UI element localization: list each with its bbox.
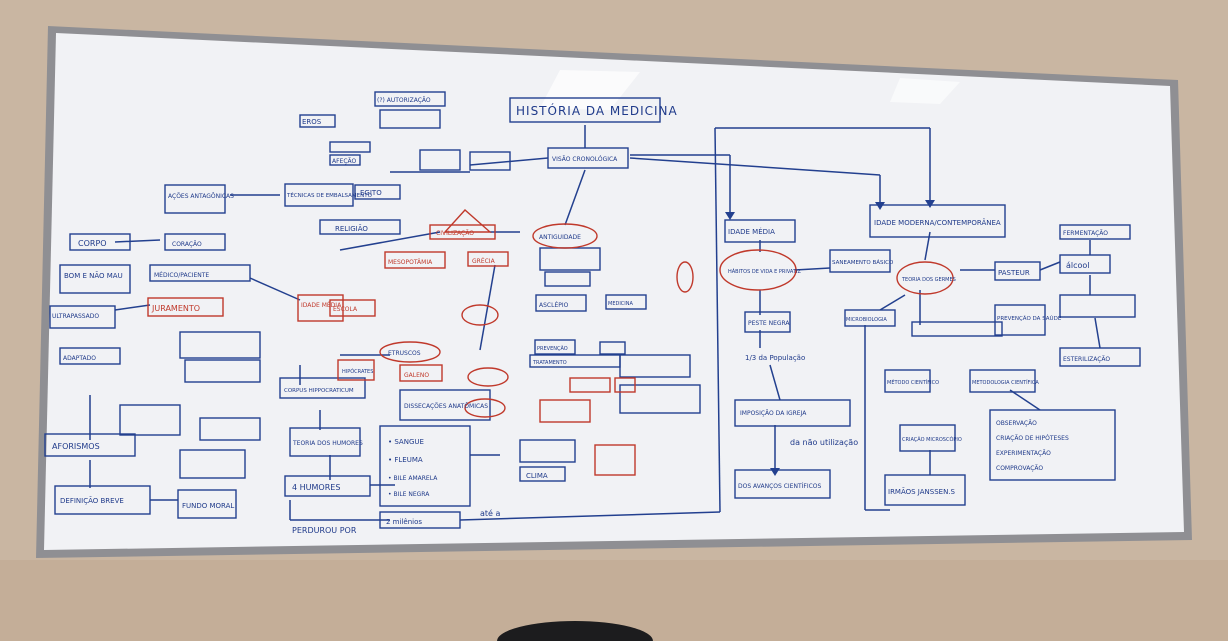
label-juramento: JURAMENTO xyxy=(151,304,200,313)
label-tecnicas: TÉCNICAS DE EMBALSAMENTO xyxy=(286,191,373,199)
label-fleuma: • FLEUMA xyxy=(388,456,423,464)
board-title: HISTÓRIA DA MEDICINA xyxy=(516,103,678,118)
label-hipoteses: CRIAÇÃO DE HIPÓTESES xyxy=(996,435,1069,442)
label-mesopotamia: MESOPOTÂMIA xyxy=(388,259,433,266)
label-bile-amarela: • BILE AMARELA xyxy=(388,475,438,482)
label-experimentacao: EXPERIMENTAÇÃO xyxy=(996,450,1051,457)
label-acoes: AÇÕES ANTAGÔNICAS xyxy=(168,193,234,200)
label-etruscos: ETRUSCOS xyxy=(388,350,421,357)
label-adaptado: ADAPTADO xyxy=(63,355,96,362)
label-saneamento: SANEAMENTO BÁSICO xyxy=(832,259,894,266)
chair-top xyxy=(497,621,653,641)
label-metodologia: METODOLOGIA CIENTÍFICA xyxy=(972,379,1039,386)
label-ultrapassado: ULTRAPASSADO xyxy=(52,313,99,320)
glare-2 xyxy=(890,78,960,104)
label-comprovacao: COMPROVAÇÃO xyxy=(996,465,1043,472)
label-escola: ESCOLA xyxy=(333,306,358,313)
label-teoria: TEORIA DOS HUMORES xyxy=(292,440,363,447)
label-bile-negra: • BILE NEGRA xyxy=(388,491,430,498)
label-corpus: CORPUS HIPPOCRATICUM xyxy=(284,388,354,394)
label-bom: BOM E NÃO MAU xyxy=(64,271,123,280)
label-dissecacoes: DISSECAÇÕES ANATÔMICAS xyxy=(404,403,488,410)
label-prevencao: PREVENÇÃO xyxy=(537,345,568,352)
label-clima: CLIMA xyxy=(526,472,548,480)
label-alcool: álcool xyxy=(1066,261,1090,270)
label-4-humores: 4 HUMORES xyxy=(292,483,340,492)
label-observacao: OBSERVAÇÃO xyxy=(996,420,1037,427)
glare xyxy=(540,70,640,110)
label-medicina: MEDICINA xyxy=(608,301,634,307)
label-hipocrates: HIPÓCRATES xyxy=(342,368,373,375)
label-eros: EROS xyxy=(302,118,322,126)
label-prevencao-saude: PREVENÇÃO DA SAÚDE xyxy=(997,315,1062,322)
label-fermentacao: FERMENTAÇÃO xyxy=(1063,230,1108,237)
label-idade-media-red: IDADE MÉDIA xyxy=(301,301,342,309)
label-medico: MÉDICO/PACIENTE xyxy=(154,271,209,279)
label-peste: PESTE NEGRA xyxy=(748,320,790,327)
label-teoria-germes: TEORIA DOS GERMES xyxy=(901,277,956,283)
label-idade-media: IDADE MÉDIA xyxy=(728,227,775,236)
board-labels: HISTÓRIA DA MEDICINA EROS (?) AUTORIZAÇÃ… xyxy=(52,97,1110,535)
label-fundo: FUNDO MORAL xyxy=(182,502,234,510)
board-surface xyxy=(44,33,1184,550)
label-habitos: HÁBITOS DE VIDA E PRIVATIZ xyxy=(728,268,801,275)
label-da-nao: da não utilização xyxy=(790,438,858,447)
label-microbiologia: MICROBIOLOGIA xyxy=(846,317,887,323)
label-tratamento: TRATAMENTO xyxy=(532,360,567,366)
label-civilizacao: CIVILIZAÇÃO xyxy=(436,230,474,237)
blue-boxes xyxy=(44,91,1141,529)
label-afecao: AFEÇÃO xyxy=(332,158,357,165)
label-visao: VISÃO CRONOLÓGICA xyxy=(552,156,618,163)
label-metodo: MÉTODO CIENTÍFICO xyxy=(887,378,939,386)
label-corpo: CORPO xyxy=(78,239,107,248)
label-definicao: DEFINIÇÃO BREVE xyxy=(60,496,124,505)
label-ate-a: até a xyxy=(480,508,501,518)
label-egito: EGITO xyxy=(360,189,382,197)
label-grecia: GRÉCIA xyxy=(472,257,496,265)
label-galeno: GALENO xyxy=(404,372,429,379)
label-religiao: RELIGIÃO xyxy=(335,224,368,233)
red-marks xyxy=(147,209,954,476)
label-irmaos: IRMÃOS JANSSEN.S xyxy=(888,487,956,496)
label-pasteur: PASTEUR xyxy=(998,269,1030,277)
label-asclepio: ASCLÉPIO xyxy=(539,301,569,309)
label-antiguidade: ANTIGUIDADE xyxy=(539,234,581,241)
label-milenios: 2 milênios xyxy=(386,518,422,526)
label-aforismos: AFORISMOS xyxy=(52,442,100,451)
label-coracao: CORAÇÃO xyxy=(172,241,202,248)
label-microscopio: CRIAÇÃO MICROSCÓPIO xyxy=(902,436,962,443)
label-autorizacao: (?) AUTORIZAÇÃO xyxy=(377,97,431,104)
label-idade-moderna: IDADE MODERNA/CONTEMPORÂNEA xyxy=(874,218,1001,227)
label-pop: 1/3 da População xyxy=(745,354,805,362)
label-imposicao: IMPOSIÇÃO DA IGREJA xyxy=(740,410,807,417)
label-esterilizacao: ESTERILIZAÇÃO xyxy=(1063,356,1110,363)
label-sangue: • SANGUE xyxy=(388,438,424,446)
label-perdurou: PERDUROU POR xyxy=(292,526,357,535)
label-avancos: DOS AVANÇOS CIENTÍFICOS xyxy=(738,483,822,490)
